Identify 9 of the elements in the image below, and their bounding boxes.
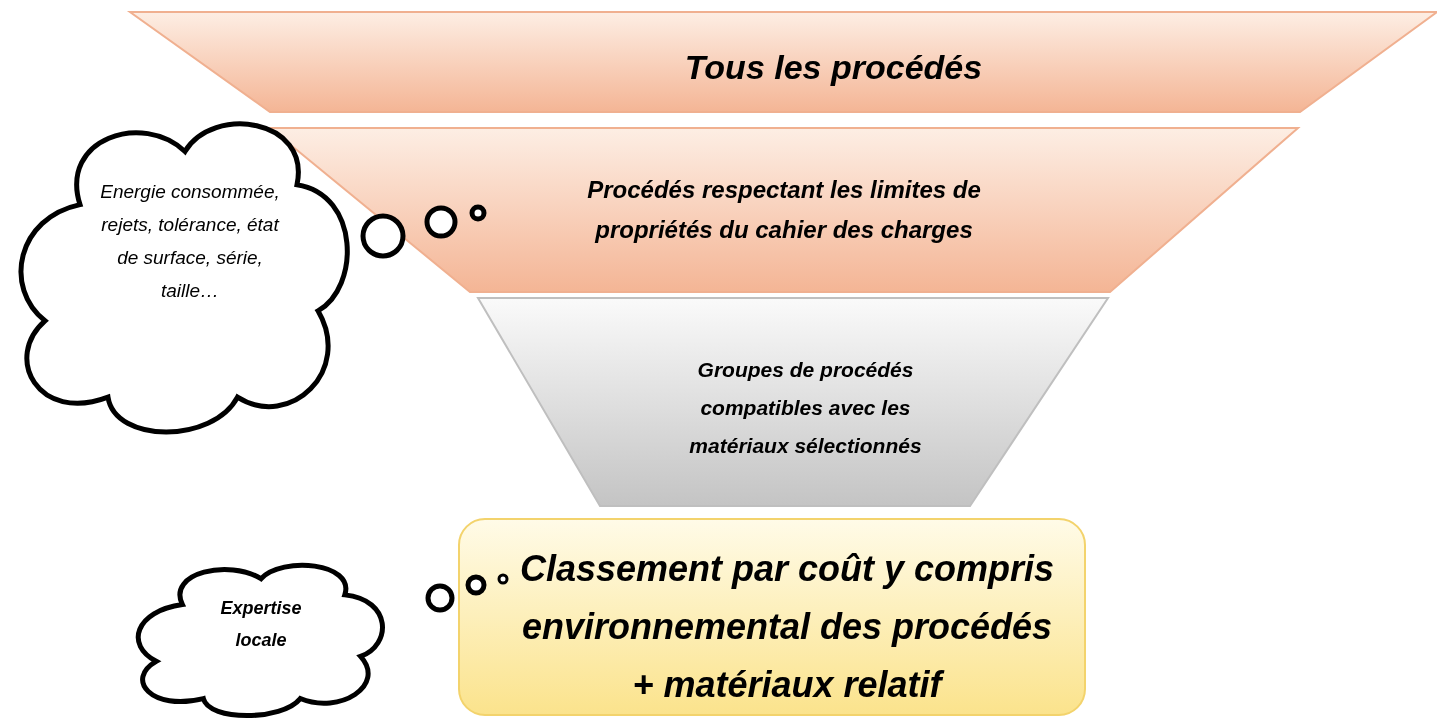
- funnel-stage: [478, 298, 1108, 506]
- result-box: [458, 518, 1086, 716]
- node-text: Classement par coût y compris environnemental des procédés + matériaux relatif: [518, 547, 1056, 707]
- node-text: Procédés respectant les limites de propriétés du cahier des charges: [586, 175, 982, 245]
- node-text: Tous les procédés: [683, 47, 984, 88]
- node-text: Energie consommée, rejets, tolérance, état de surface, série, taille…: [99, 180, 281, 303]
- node-text: Groupes de procédés compatibles avec les matériaux sélectionnés: [688, 357, 923, 459]
- funnel-stage: [130, 12, 1437, 112]
- node-text: Expertise locale: [219, 597, 303, 652]
